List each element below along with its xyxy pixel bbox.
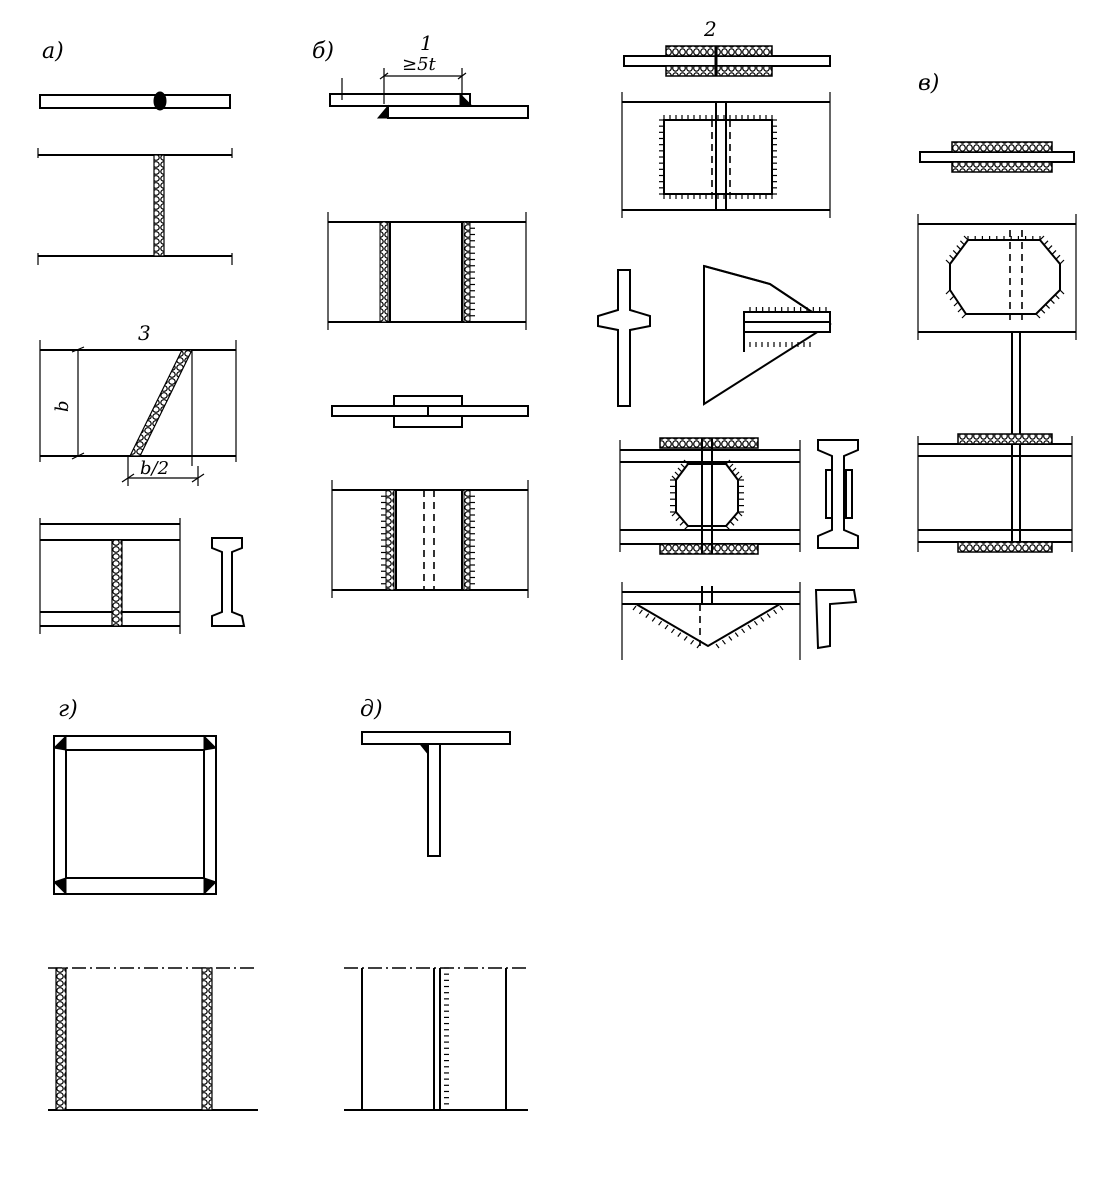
- weld-ticks-v-tl: [945, 235, 969, 265]
- weld-ticks-b2-right: [470, 489, 475, 591]
- figure-2: 2: [597, 17, 859, 660]
- weld-ticks-b2-left: [381, 489, 386, 591]
- channel-splice-plan: [917, 214, 1077, 340]
- figure-g: г): [48, 697, 258, 1111]
- figure-a: а) 3: [37, 39, 246, 634]
- butt-joint-plan: [37, 148, 233, 265]
- cover-plate-section: [623, 45, 831, 77]
- ibeam-butt-plan: [39, 518, 181, 634]
- tee-weld-section: [361, 731, 511, 857]
- dim-overlap: ≥5t: [402, 54, 437, 75]
- lap-joint-plan: [327, 212, 527, 330]
- gusset-plan: [703, 264, 832, 406]
- cover-plate-plan: [621, 92, 831, 218]
- label-d: д): [360, 697, 383, 722]
- weld-ticks-d-fillet: [444, 967, 449, 1111]
- callout-2: 2: [703, 17, 717, 41]
- ibeam-section: [211, 537, 246, 627]
- angle-splice-plan: [621, 582, 801, 660]
- weld-ticks-b-right: [470, 221, 475, 323]
- label-a: а): [42, 39, 64, 64]
- box-section: [52, 734, 218, 896]
- channel-splice-section: [919, 141, 1075, 173]
- tee-section: [597, 269, 651, 407]
- figure-b: б) 1 ≥5t: [312, 31, 529, 598]
- tee-weld-plan: [344, 967, 528, 1111]
- weld-ticks-cover-bottom: [663, 194, 773, 199]
- oblique-weld-plan: 3 b b/2: [39, 321, 237, 486]
- strap-joint-plan: [331, 480, 529, 598]
- box-plan: [48, 967, 258, 1111]
- weld-ticks-angle-right: [715, 605, 784, 649]
- weld-ticks-v-br: [1035, 289, 1065, 319]
- weld-ticks-v-tr: [1039, 235, 1065, 265]
- weld-ticks-gusset-top: [749, 307, 827, 312]
- dim-b-half: b/2: [140, 458, 169, 479]
- weld-ticks-gusset-bottom: [749, 342, 811, 347]
- weld-ticks-cover-right: [772, 119, 777, 195]
- weld-ticks-octagon-right: [738, 479, 744, 513]
- ibeam-splice-section: [817, 439, 859, 549]
- weld-ticks-octagon-tl: [671, 459, 689, 481]
- weld-ticks-cover-top: [663, 115, 773, 120]
- weld-ticks-cover-left: [659, 119, 664, 195]
- weld-ticks-angle-left: [632, 605, 701, 649]
- weld-ticks-octagon-br: [725, 511, 743, 531]
- channel-beam-plan: [917, 433, 1073, 553]
- weld-ticks-v-bl: [945, 289, 967, 319]
- ibeam-splice-plan: [619, 437, 801, 555]
- angle-section: [814, 589, 858, 650]
- callout-1: 1: [420, 31, 433, 55]
- dim-b: b: [52, 400, 73, 412]
- butt-joint-section: [39, 94, 231, 109]
- weld-ticks-octagon-tr: [725, 459, 743, 481]
- label-b: б): [312, 39, 334, 64]
- figure-v: в): [917, 71, 1077, 553]
- figure-d: д): [344, 697, 528, 1111]
- strap-joint-section: [331, 395, 529, 428]
- weld-ticks-octagon-left: [670, 479, 676, 513]
- label-v: в): [918, 71, 939, 96]
- weld-ticks-octagon-bl: [671, 511, 689, 531]
- label-g: г): [58, 697, 78, 722]
- callout-3: 3: [138, 321, 151, 345]
- weld-ticks-v-top: [967, 236, 1041, 240]
- lap-joint-section: [329, 68, 529, 119]
- butt-weld-section: [153, 91, 167, 111]
